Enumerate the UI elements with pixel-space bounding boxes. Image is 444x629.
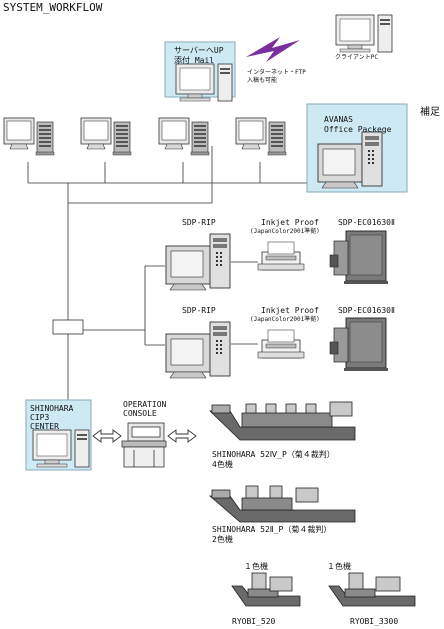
press-4c-sub: 4色機 — [212, 460, 233, 469]
server-label-2: 添付 Mail — [174, 56, 215, 65]
server-label-1: サーバーへUP — [174, 46, 224, 55]
ryobi-3300-name: RYOBI_3300 — [350, 617, 399, 626]
rip-label-2: SDP-RIP — [182, 306, 216, 315]
console-label-2: CONSOLE — [123, 409, 157, 418]
proof-note-2: (JapanColor2001準拠) — [250, 316, 320, 323]
cip3-label-3: CENTER — [30, 422, 59, 431]
press-4c-name: SHINOHARA 52Ⅳ_P（菊４裁判） — [212, 450, 335, 459]
internet-label-1: インターネット・FTP — [247, 69, 306, 76]
proof-label-1: Inkjet Proof — [261, 218, 319, 227]
ryobi-520-top: １色機 — [244, 562, 268, 571]
press-model-2: SDP-EC01630Ⅱ — [338, 306, 395, 315]
proof-label-2: Inkjet Proof — [261, 306, 319, 315]
console-label-1: OPERATION — [123, 400, 167, 409]
diagram-title: SYSTEM_WORKFLOW — [3, 1, 103, 14]
client-pc-label: クライアントPC — [335, 54, 378, 61]
cip3-label-2: CIP3 — [30, 413, 50, 422]
press-2c-sub: 2色機 — [212, 535, 233, 544]
internet-label-2: 入稿も可能 — [247, 77, 278, 84]
press-model-1: SDP-EC01630Ⅱ — [338, 218, 395, 227]
proof-note-1: (JapanColor2001準拠) — [250, 228, 320, 235]
rip-label-1: SDP-RIP — [182, 218, 216, 227]
press-2c-name: SHINOHARA 52Ⅱ_P（菊４裁判） — [212, 525, 332, 534]
side-note: 補足 — [420, 107, 440, 118]
cip3-label-1: SHINOHARA — [30, 404, 74, 413]
avanas-label-2: Office Packege — [324, 125, 392, 134]
avanas-label-1: AVANAS — [324, 115, 353, 124]
ryobi-3300-top: １色機 — [327, 562, 351, 571]
ryobi-520-name: RYOBI_520 — [232, 617, 276, 626]
